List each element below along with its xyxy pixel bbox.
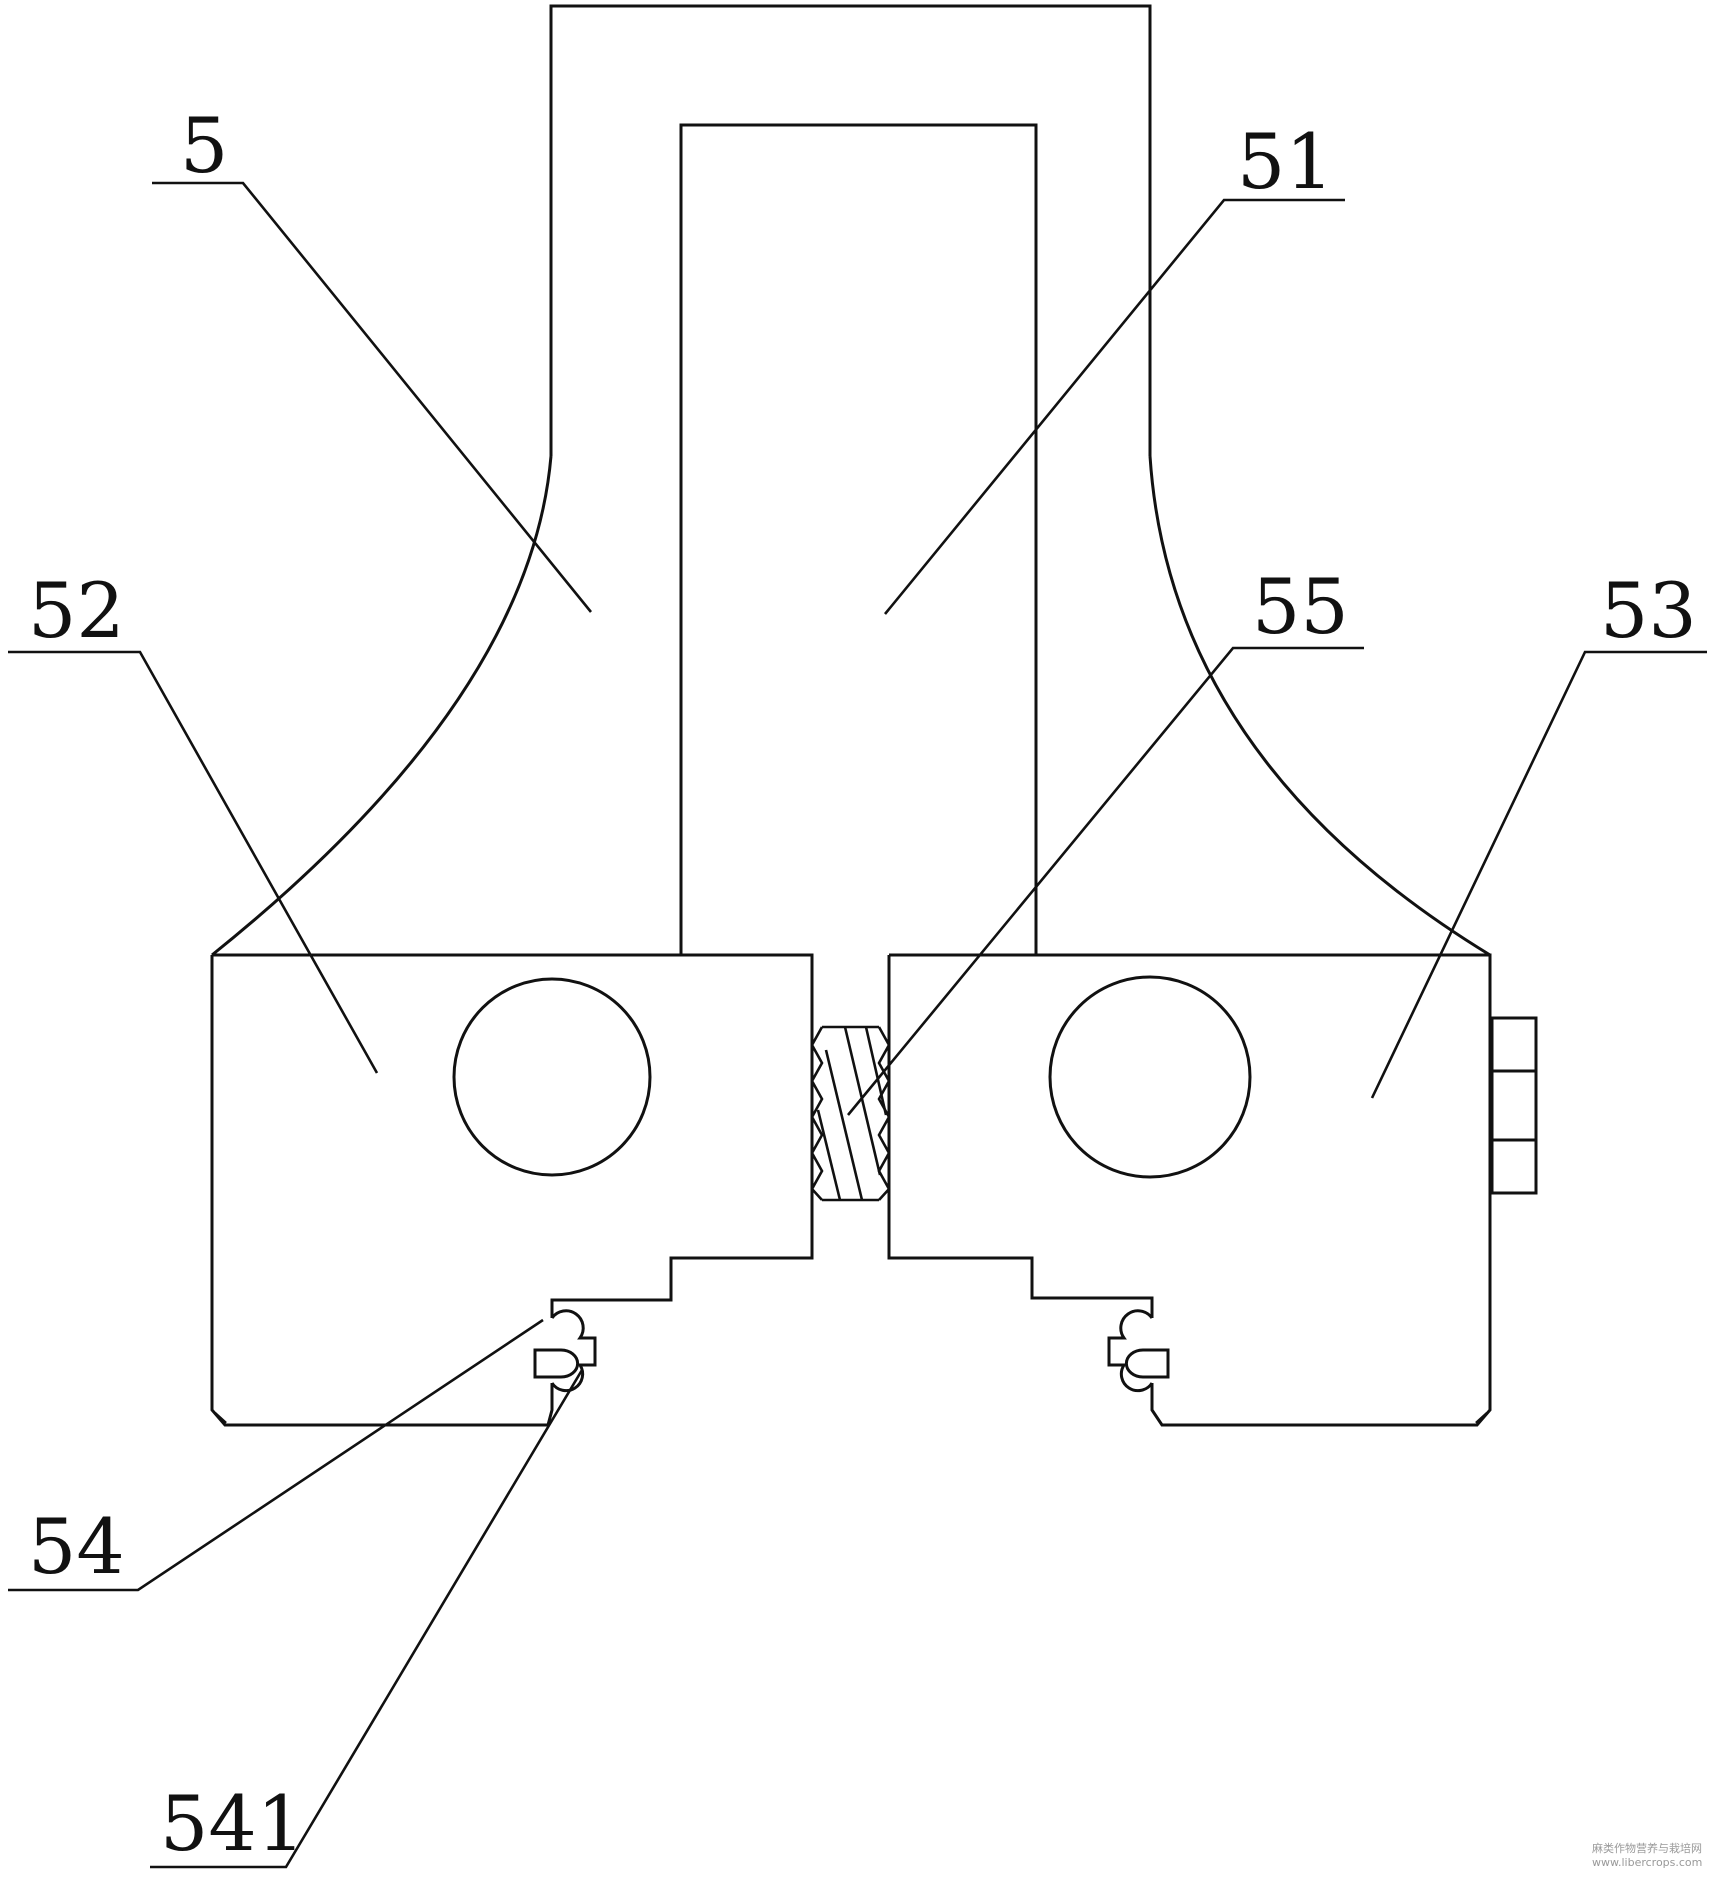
left-clamp-block	[210, 953, 814, 1427]
label-51: 51	[1237, 117, 1334, 206]
label-52: 52	[28, 566, 125, 655]
left-roller-pin	[533, 1309, 597, 1393]
watermark-line-2: www.libercrops.com	[1592, 1856, 1702, 1869]
leader-54	[8, 1318, 544, 1592]
leader-5	[152, 181, 593, 613]
leader-lines	[8, 181, 1707, 1869]
watermark-line-1: 麻类作物营养与栽培网	[1592, 1841, 1702, 1855]
label-55: 55	[1252, 562, 1349, 651]
leader-51	[883, 198, 1345, 615]
leader-52	[8, 650, 379, 1074]
side-plate	[1490, 1016, 1538, 1195]
label-541: 541	[160, 1779, 305, 1868]
label-5: 5	[180, 101, 228, 190]
label-53: 53	[1600, 566, 1697, 655]
watermark: 麻类作物营养与栽培网 www.libercrops.com	[1592, 1841, 1702, 1869]
right-bearing-hole	[1048, 975, 1252, 1179]
leader-55	[846, 646, 1364, 1116]
right-roller-pin	[1107, 1309, 1170, 1393]
reference-labels: 5 51 52 53 55 54 541	[28, 101, 1697, 1868]
frame-body	[211, 4, 1491, 957]
spring	[810, 1025, 891, 1202]
left-bearing-hole	[452, 977, 652, 1177]
right-clamp-block	[887, 953, 1538, 1427]
inner-slot	[679, 123, 1038, 955]
leader-541	[150, 1369, 584, 1869]
leader-53	[1370, 650, 1707, 1099]
label-54: 54	[28, 1502, 125, 1591]
